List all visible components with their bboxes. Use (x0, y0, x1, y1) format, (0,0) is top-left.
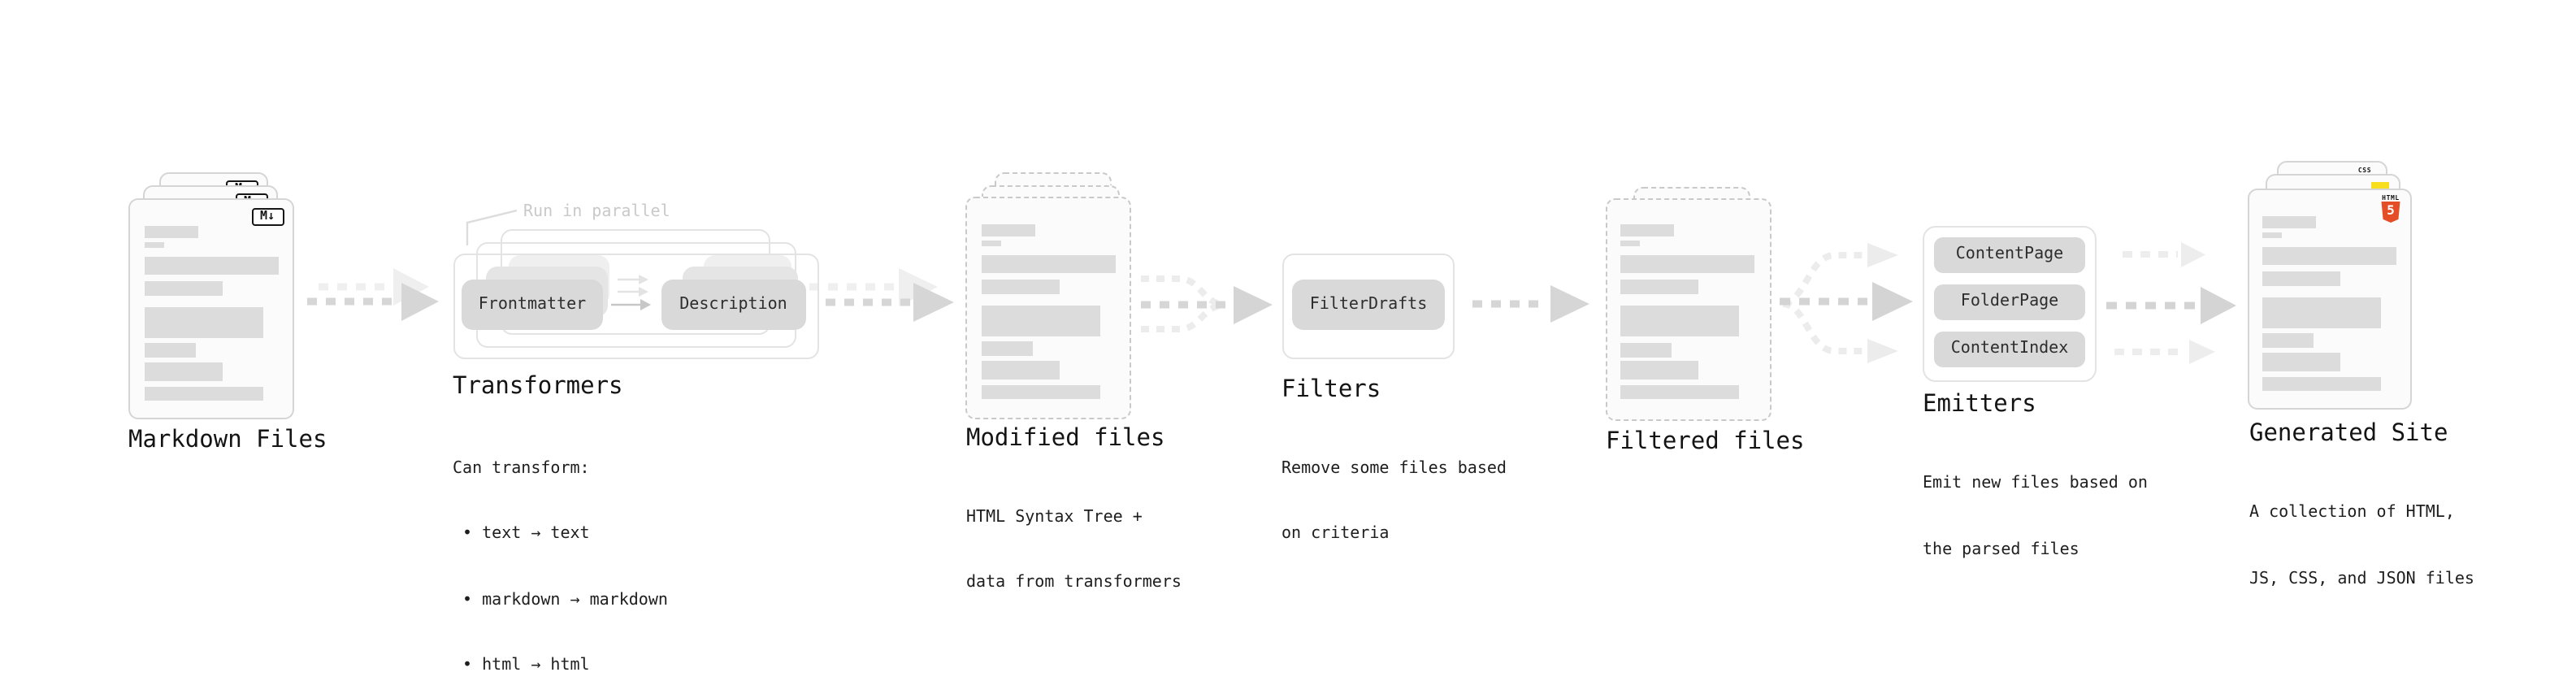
document-content-placeholder (1607, 199, 1770, 419)
run-in-parallel-annotation: Run in parallel (523, 202, 670, 220)
markdown-file-card-front: M↓ (128, 198, 294, 419)
css3-icon-word: CSS (2357, 165, 2372, 173)
transformers-description-line: • markdown → markdown (453, 591, 668, 609)
filterdrafts-chip: FilterDrafts (1292, 279, 1445, 329)
generated-file-card-front: HTML 5 (2247, 189, 2412, 409)
html5-icon-word: HTML (2382, 193, 2400, 201)
generated-site-description-line: A collection of HTML, (2249, 504, 2455, 522)
markdown-files-label: Markdown Files (128, 427, 327, 453)
filters-description-line: on criteria (1281, 525, 1390, 543)
emitters-label: Emitters (1923, 392, 2036, 418)
folderpage-chip: FolderPage (1934, 284, 2085, 320)
filters-label: Filters (1281, 377, 1381, 403)
generated-site-description: A collection of HTML, JS, CSS, and JSON … (2249, 458, 2474, 634)
arrow-filters-to-filtered (1472, 285, 1589, 323)
transformers-description-line: • text → text (453, 525, 590, 543)
modified-file-card-front (965, 197, 1131, 419)
document-content-placeholder (2249, 190, 2410, 407)
html5-icon: HTML 5 (2381, 193, 2400, 223)
arrow-transformers-to-modified (809, 268, 954, 322)
transformers-label: Transformers (453, 374, 623, 400)
filtered-file-card-front (1605, 197, 1772, 420)
contentindex-chip: ContentIndex (1934, 331, 2085, 367)
emitters-description-line: Emit new files based on (1923, 475, 2148, 492)
filters-description-line: Remove some files based (1281, 459, 1507, 477)
document-content-placeholder (130, 200, 293, 418)
filters-description: Remove some files based on criteria (1281, 414, 1507, 589)
emitters-description: Emit new files based on the parsed files (1923, 429, 2148, 605)
markdown-icon: M↓ (251, 208, 284, 226)
modified-files-description: HTML Syntax Tree + data from transformer… (966, 462, 1182, 638)
transformers-description-line: • html → html (453, 657, 590, 674)
modified-files-description-line: data from transformers (966, 574, 1182, 592)
contentpage-chip: ContentPage (1934, 236, 2085, 273)
arrow-filtered-to-emitters-branch (1780, 243, 1913, 363)
filtered-files-label: Filtered files (1606, 428, 1805, 454)
html5-icon-shield: 5 (2381, 202, 2400, 223)
description-chip: Description (661, 279, 806, 329)
transformers-description-line: Can transform: (453, 459, 590, 477)
arrow-modified-to-filters-merge (1141, 275, 1273, 332)
frontmatter-chip: Frontmatter (462, 279, 603, 329)
modified-files-label: Modified files (966, 426, 1165, 452)
modified-files-description-line: HTML Syntax Tree + (966, 508, 1143, 526)
transformers-description: Can transform: • text → text • markdown … (453, 414, 668, 681)
emitters-description-line: the parsed files (1923, 540, 2079, 558)
transformer-panel-front (453, 253, 819, 359)
arrows-emitters-to-generated (2106, 242, 2236, 364)
arrow-markdown-to-transformers (307, 268, 439, 321)
generated-site-label: Generated Site (2249, 420, 2448, 446)
generated-site-description-line: JS, CSS, and JSON files (2249, 570, 2474, 588)
document-content-placeholder (967, 198, 1130, 417)
